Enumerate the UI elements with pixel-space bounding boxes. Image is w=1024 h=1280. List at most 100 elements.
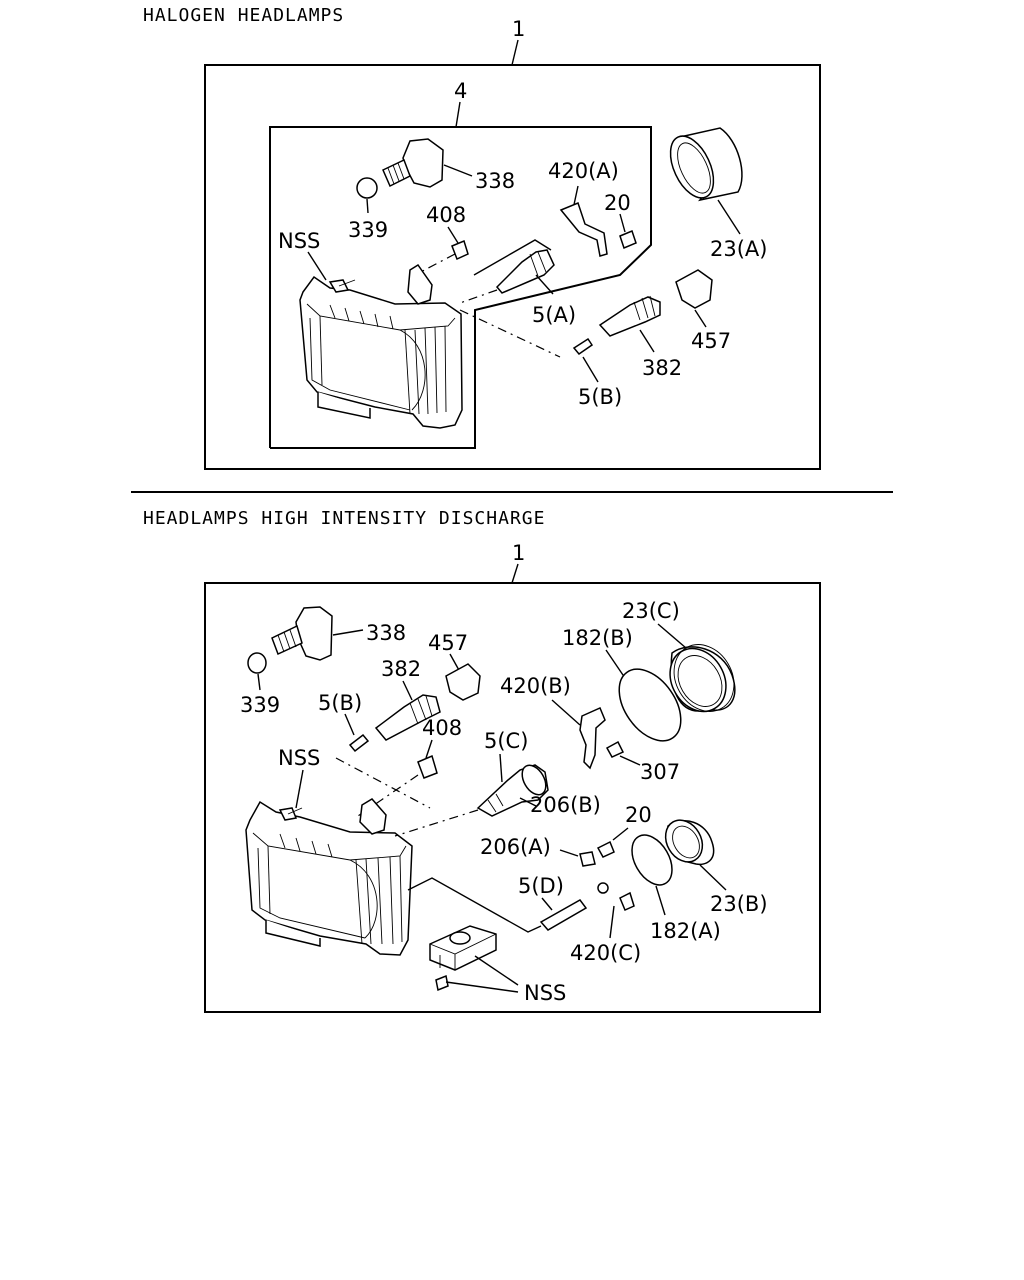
o-ring-part — [618, 668, 682, 742]
bracket-part — [559, 202, 608, 257]
assembly-label: 1 — [512, 541, 525, 565]
screw-part — [596, 840, 615, 858]
assembly-line — [459, 289, 498, 304]
callout-420a: 420(A) — [548, 159, 619, 183]
callout-nss: NSS — [278, 229, 320, 253]
headlamp-body-part — [299, 263, 463, 429]
dust-cover-part — [669, 127, 743, 202]
bulb-socket-part — [598, 295, 661, 337]
callout-382: 382 — [381, 657, 421, 681]
socket-connector-part — [271, 606, 364, 661]
screw-part — [605, 740, 625, 758]
callout-nss: NSS — [278, 746, 320, 770]
clip-part — [579, 851, 596, 867]
leader-line — [425, 739, 433, 759]
bracket-part — [579, 707, 606, 770]
callout-420b: 420(B) — [500, 674, 571, 698]
screw-part — [619, 229, 637, 250]
callout-23a: 23(A) — [710, 237, 767, 261]
leader-line — [257, 673, 261, 691]
leader-line — [445, 981, 519, 993]
callout-307: 307 — [640, 760, 680, 784]
assembly-frame — [204, 582, 821, 1013]
socket-connector-part — [382, 138, 473, 188]
headlamp-body-part — [245, 798, 413, 956]
wire-connector-part — [675, 269, 713, 309]
callout-5c: 5(C) — [484, 729, 528, 753]
callout-23c: 23(C) — [622, 599, 680, 623]
leader-line — [551, 699, 581, 726]
dust-cover-part — [664, 819, 715, 866]
washer-part — [597, 882, 609, 894]
leader-line — [447, 226, 459, 244]
callout-457: 457 — [691, 329, 731, 353]
callout-20: 20 — [625, 803, 652, 827]
leader-line — [694, 309, 707, 328]
leader-line — [609, 905, 615, 939]
ballast-unit-part — [429, 925, 497, 971]
section-hid: HEADLAMPS HIGH INTENSITY DISCHARGE 1 338… — [143, 508, 821, 1013]
leader-line — [605, 649, 626, 679]
leader-line — [511, 563, 519, 584]
callout-206b: 206(B) — [530, 793, 601, 817]
callout-5b: 5(B) — [578, 385, 622, 409]
assembly-line — [394, 809, 479, 837]
leader-line — [511, 39, 519, 66]
leader-line — [655, 885, 666, 916]
callout-5a: 5(A) — [532, 303, 576, 327]
assembly-line — [459, 309, 561, 358]
o-ring-part — [356, 177, 378, 199]
callout-338: 338 — [475, 169, 515, 193]
callout-nss: NSS — [524, 981, 566, 1005]
callout-23b: 23(B) — [710, 892, 768, 916]
callout-408: 408 — [422, 716, 462, 740]
leader-line — [519, 797, 537, 807]
subassembly-frame — [269, 126, 652, 449]
small-bulb-part — [572, 337, 594, 356]
leader-line — [559, 849, 579, 857]
callout-457: 457 — [428, 631, 468, 655]
halogen-bulb-part — [495, 249, 555, 294]
grommet-part — [451, 239, 469, 261]
section-title-halogen: HALOGEN HEADLAMPS — [143, 5, 344, 26]
leader-line — [717, 199, 741, 235]
bracket-part — [619, 891, 635, 911]
assembly-line — [335, 757, 431, 809]
callout-206a: 206(A) — [480, 835, 551, 859]
leader-line — [535, 274, 554, 295]
callout-339: 339 — [240, 693, 280, 717]
o-ring-part — [631, 834, 673, 886]
grommet-part — [417, 754, 438, 779]
leader-line — [699, 864, 727, 891]
subassembly-label: 4 — [454, 79, 467, 103]
leader-line — [499, 753, 503, 783]
leader-line — [657, 623, 687, 649]
callout-182b: 182(B) — [562, 626, 633, 650]
callout-182a: 182(A) — [650, 919, 721, 943]
leader-line — [366, 198, 369, 214]
section-title-hid: HEADLAMPS HIGH INTENSITY DISCHARGE — [143, 508, 545, 529]
leader-line — [639, 329, 655, 353]
small-bulb-part — [348, 733, 370, 753]
callout-382: 382 — [642, 356, 682, 380]
callout-420c: 420(C) — [570, 941, 641, 965]
leader-line — [344, 713, 355, 736]
assembly-frame — [204, 64, 821, 470]
callout-5d: 5(D) — [518, 874, 564, 898]
screw-part — [435, 974, 449, 992]
callout-408: 408 — [426, 203, 466, 227]
leader-line — [307, 251, 327, 281]
callout-338: 338 — [366, 621, 406, 645]
section-halogen: HALOGEN HEADLAMPS 1 4 338 339 408 NSS — [143, 5, 821, 470]
assembly-line — [414, 253, 456, 276]
leader-line — [474, 955, 519, 986]
wire-connector-part — [445, 663, 481, 701]
leader-line — [455, 101, 461, 128]
hid-bulb-part — [476, 764, 549, 817]
leader-line — [295, 769, 304, 809]
leader-line — [541, 897, 553, 911]
leader-line — [619, 213, 626, 233]
bulb-socket-part — [374, 694, 441, 741]
small-bulb-part — [539, 899, 588, 931]
